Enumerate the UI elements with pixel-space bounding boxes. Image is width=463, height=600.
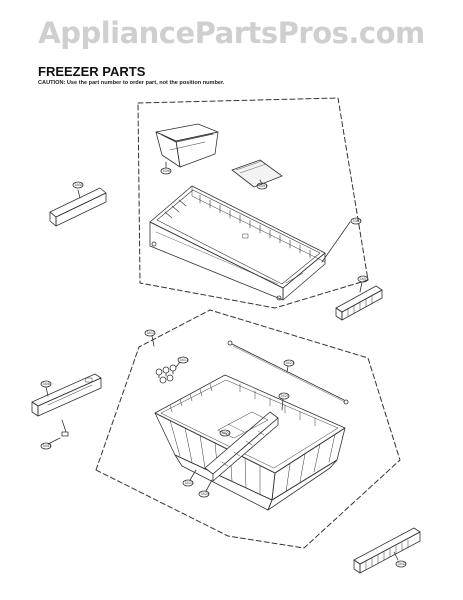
right-lower-rail: 3442	[353, 527, 421, 574]
caution-note: CAUTION: Use the part number to order pa…	[38, 80, 225, 86]
svg-text:3423: 3423	[185, 481, 194, 485]
svg-text:3420: 3420	[281, 394, 290, 398]
small-clip: 3441	[40, 419, 69, 450]
svg-text:3440: 3440	[43, 382, 52, 386]
small-tray: 3390	[155, 123, 219, 175]
svg-text:3451: 3451	[360, 277, 369, 281]
svg-text:3421: 3421	[286, 361, 295, 365]
svg-text:3424: 3424	[201, 492, 210, 496]
lower-basket	[154, 374, 346, 511]
lower-basket-assembly: 3410 3411 3421	[31, 309, 421, 574]
svg-text:3391: 3391	[259, 184, 268, 188]
right-slide-rail: 3451	[335, 275, 383, 321]
left-lower-rail: 3440	[31, 373, 102, 417]
svg-text:3450: 3450	[75, 183, 84, 187]
main-drawer	[149, 185, 351, 301]
fastener-set: 3411	[155, 356, 189, 384]
site-watermark: AppliancePartsPros.com	[38, 16, 425, 50]
page-title: FREEZER PARTS	[38, 64, 146, 79]
cover-sheet: 3391	[231, 159, 283, 190]
svg-text:3410: 3410	[147, 331, 156, 335]
upper-group-boundary	[137, 97, 369, 309]
svg-text:3442: 3442	[398, 562, 407, 566]
lower-group-boundary	[95, 309, 401, 549]
svg-text:3441: 3441	[43, 444, 52, 448]
svg-text:3390: 3390	[163, 169, 172, 173]
wire-rod: 3421	[227, 340, 349, 405]
upper-drawer-assembly: 3390 3391	[49, 97, 383, 321]
left-slide-rail: 3450	[49, 181, 107, 227]
svg-text:3411: 3411	[180, 358, 189, 362]
svg-text:3422: 3422	[222, 431, 231, 435]
svg-text:3397: 3397	[353, 219, 362, 223]
